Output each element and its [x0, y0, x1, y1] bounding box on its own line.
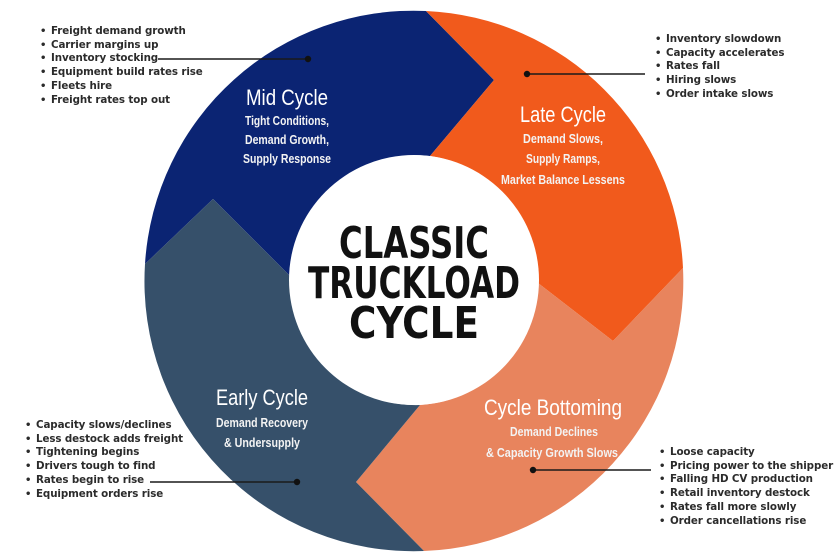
mid-cycle-subtitle-3: Supply Response: [243, 151, 331, 166]
bottoming-connector: [529, 466, 651, 474]
mid-bullet: Fleets hire: [38, 80, 203, 94]
early-cycle-subtitle-2: & Undersupply: [224, 435, 301, 450]
cycle-bottoming-segment: [356, 268, 684, 551]
early-cycle-segment: [144, 199, 424, 552]
mid-cycle-bullet-list: Freight demand growth Carrier margins up…: [38, 25, 203, 107]
late-bullet: Hiring slows: [653, 74, 784, 88]
early-bullet: Drivers tough to find: [23, 460, 183, 474]
early-cycle-bullet-list: Capacity slows/declines Less destock add…: [23, 419, 183, 501]
early-bullet: Capacity slows/declines: [23, 419, 183, 433]
mid-bullet: Equipment build rates rise: [38, 66, 203, 80]
center-title-line-2: TRUCKLOAD: [308, 258, 520, 309]
late-cycle-subtitle-3: Market Balance Lessens: [501, 172, 625, 187]
early-bullet: Equipment orders rise: [23, 488, 183, 502]
bottoming-bullet: Falling HD CV production: [657, 473, 833, 487]
late-connector: [523, 70, 645, 78]
late-connector-dot: [523, 70, 531, 78]
late-cycle-segment: [426, 11, 683, 341]
cycle-bottoming-subtitle-1: Demand Declines: [510, 424, 598, 439]
bottoming-bullet: Pricing power to the shipper: [657, 460, 833, 474]
early-bullet: Tightening begins: [23, 446, 183, 460]
mid-bullet: Carrier margins up: [38, 39, 203, 53]
early-bullet: Less destock adds freight: [23, 433, 183, 447]
mid-bullet: Freight rates top out: [38, 94, 203, 108]
bottoming-bullet: Retail inventory destock: [657, 487, 833, 501]
early-connector-dot: [293, 478, 301, 486]
late-bullet: Order intake slows: [653, 88, 784, 102]
late-cycle-subtitle-1: Demand Slows,: [523, 131, 603, 146]
bottoming-bullet: Order cancellations rise: [657, 515, 833, 529]
cycle-bottoming-title: Cycle Bottoming: [484, 395, 622, 420]
late-bullet: Capacity accelerates: [653, 47, 784, 61]
late-bullet: Inventory slowdown: [653, 33, 784, 47]
early-cycle-title: Early Cycle: [216, 385, 308, 410]
mid-cycle-title: Mid Cycle: [246, 85, 328, 110]
bottoming-connector-dot: [529, 466, 537, 474]
mid-cycle-segment: [145, 10, 494, 276]
late-cycle-title: Late Cycle: [520, 102, 606, 127]
mid-cycle-subtitle-2: Demand Growth,: [245, 132, 329, 147]
late-bullet: Rates fall: [653, 60, 784, 74]
bottoming-bullet: Loose capacity: [657, 446, 833, 460]
bottoming-bullet: Rates fall more slowly: [657, 501, 833, 515]
center-circle: [289, 155, 539, 405]
mid-bullet: Inventory stocking: [38, 52, 203, 66]
late-cycle-bullet-list: Inventory slowdown Capacity accelerates …: [653, 33, 784, 102]
late-cycle-subtitle-2: Supply Ramps,: [526, 151, 600, 166]
early-cycle-subtitle-1: Demand Recovery: [216, 415, 309, 430]
cycle-bottoming-subtitle-2: & Capacity Growth Slows: [486, 445, 618, 460]
center-title-line-3: CYCLE: [349, 298, 479, 349]
mid-connector-dot: [304, 55, 312, 63]
center-title-line-1: CLASSIC: [339, 218, 489, 269]
mid-cycle-subtitle-1: Tight Conditions,: [245, 113, 329, 128]
early-bullet: Rates begin to rise: [23, 474, 183, 488]
mid-bullet: Freight demand growth: [38, 25, 203, 39]
cycle-bottoming-bullet-list: Loose capacity Pricing power to the ship…: [657, 446, 833, 528]
